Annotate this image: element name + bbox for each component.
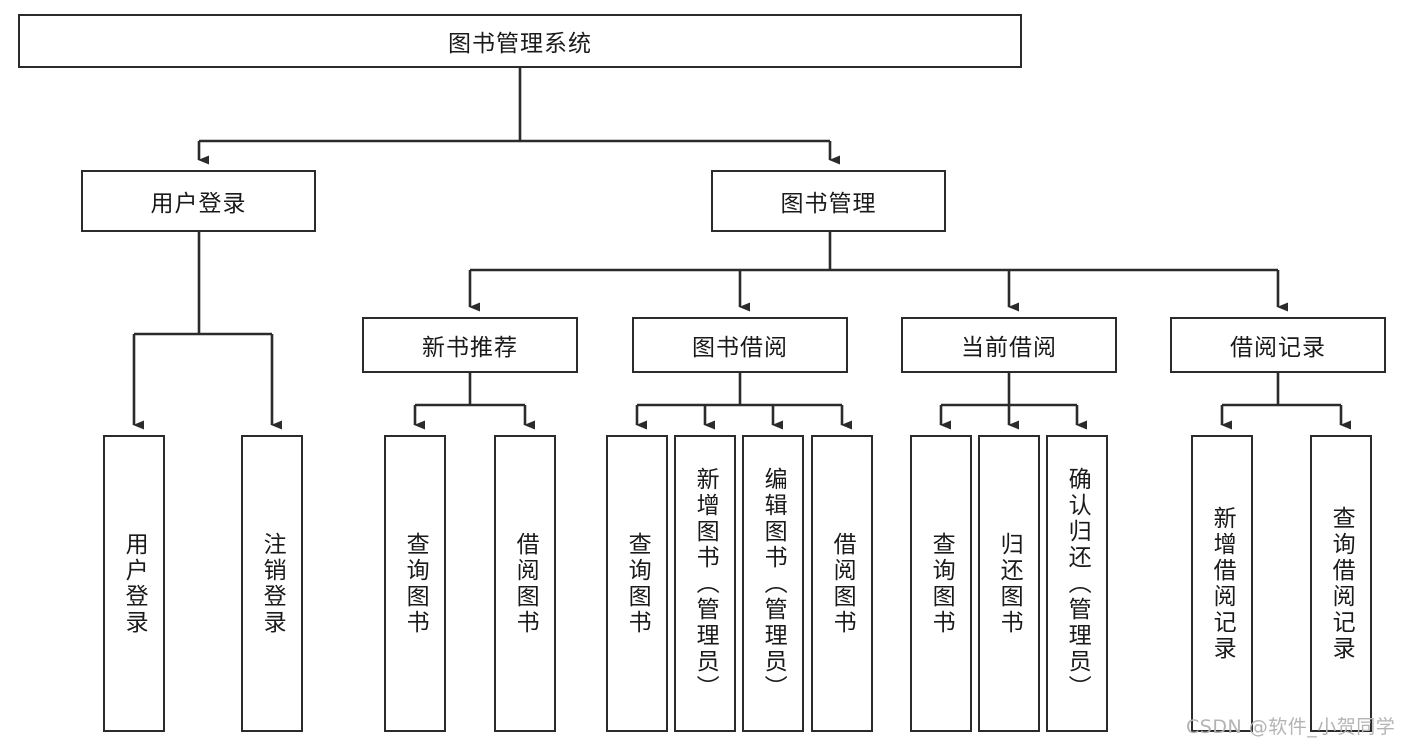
node-root[interactable]: 图书管理系统 [18,14,1022,68]
node-leaf-user-logout-label: 注销登录 [259,531,286,636]
node-book-borrow-label: 图书借阅 [692,335,788,361]
node-leaf-add-record-label: 新增借阅记录 [1209,505,1236,662]
node-leaf-user-login-label: 用户登录 [121,531,148,636]
node-book-management[interactable]: 图书管理 [711,170,946,232]
node-leaf-add-record[interactable]: 新增借阅记录 [1191,435,1253,732]
node-leaf-user-logout[interactable]: 注销登录 [241,435,303,732]
node-root-label: 图书管理系统 [448,31,592,57]
node-leaf-edit-book[interactable]: 编辑图书（管理员） [742,435,804,732]
node-leaf-query-book-2-label: 查询图书 [624,531,651,636]
node-borrow-record[interactable]: 借阅记录 [1170,317,1386,373]
node-leaf-borrow-book-2-label: 借阅图书 [829,531,856,636]
node-new-book-recommend[interactable]: 新书推荐 [362,317,578,373]
node-leaf-borrow-book-1[interactable]: 借阅图书 [494,435,556,732]
node-leaf-query-book-3[interactable]: 查询图书 [910,435,972,732]
node-book-management-label: 图书管理 [780,191,877,217]
node-user-login[interactable]: 用户登录 [81,170,316,232]
node-new-book-recommend-label: 新书推荐 [422,335,518,361]
node-leaf-query-book-2[interactable]: 查询图书 [606,435,668,732]
node-borrow-record-label: 借阅记录 [1230,335,1326,361]
node-leaf-return-book[interactable]: 归还图书 [978,435,1040,732]
node-leaf-query-book-1[interactable]: 查询图书 [384,435,446,732]
node-current-borrow-label: 当前借阅 [961,335,1057,361]
node-leaf-add-book-label: 新增图书（管理员） [692,466,719,701]
node-leaf-query-record[interactable]: 查询借阅记录 [1310,435,1372,732]
node-leaf-query-book-3-label: 查询图书 [928,531,955,636]
node-leaf-query-book-1-label: 查询图书 [402,531,429,636]
node-book-borrow[interactable]: 图书借阅 [632,317,848,373]
node-leaf-confirm-return[interactable]: 确认归还（管理员） [1046,435,1108,732]
node-leaf-borrow-book-1-label: 借阅图书 [512,531,539,636]
node-current-borrow[interactable]: 当前借阅 [901,317,1117,373]
node-leaf-edit-book-label: 编辑图书（管理员） [760,466,787,701]
node-leaf-user-login[interactable]: 用户登录 [103,435,165,732]
node-leaf-return-book-label: 归还图书 [996,531,1023,636]
node-leaf-confirm-return-label: 确认归还（管理员） [1064,466,1091,701]
node-user-login-label: 用户登录 [150,191,247,217]
node-leaf-add-book[interactable]: 新增图书（管理员） [674,435,736,732]
node-leaf-borrow-book-2[interactable]: 借阅图书 [811,435,873,732]
watermark: CSDN @软件_小贺同学 [1186,716,1396,738]
node-leaf-query-record-label: 查询借阅记录 [1328,505,1355,662]
